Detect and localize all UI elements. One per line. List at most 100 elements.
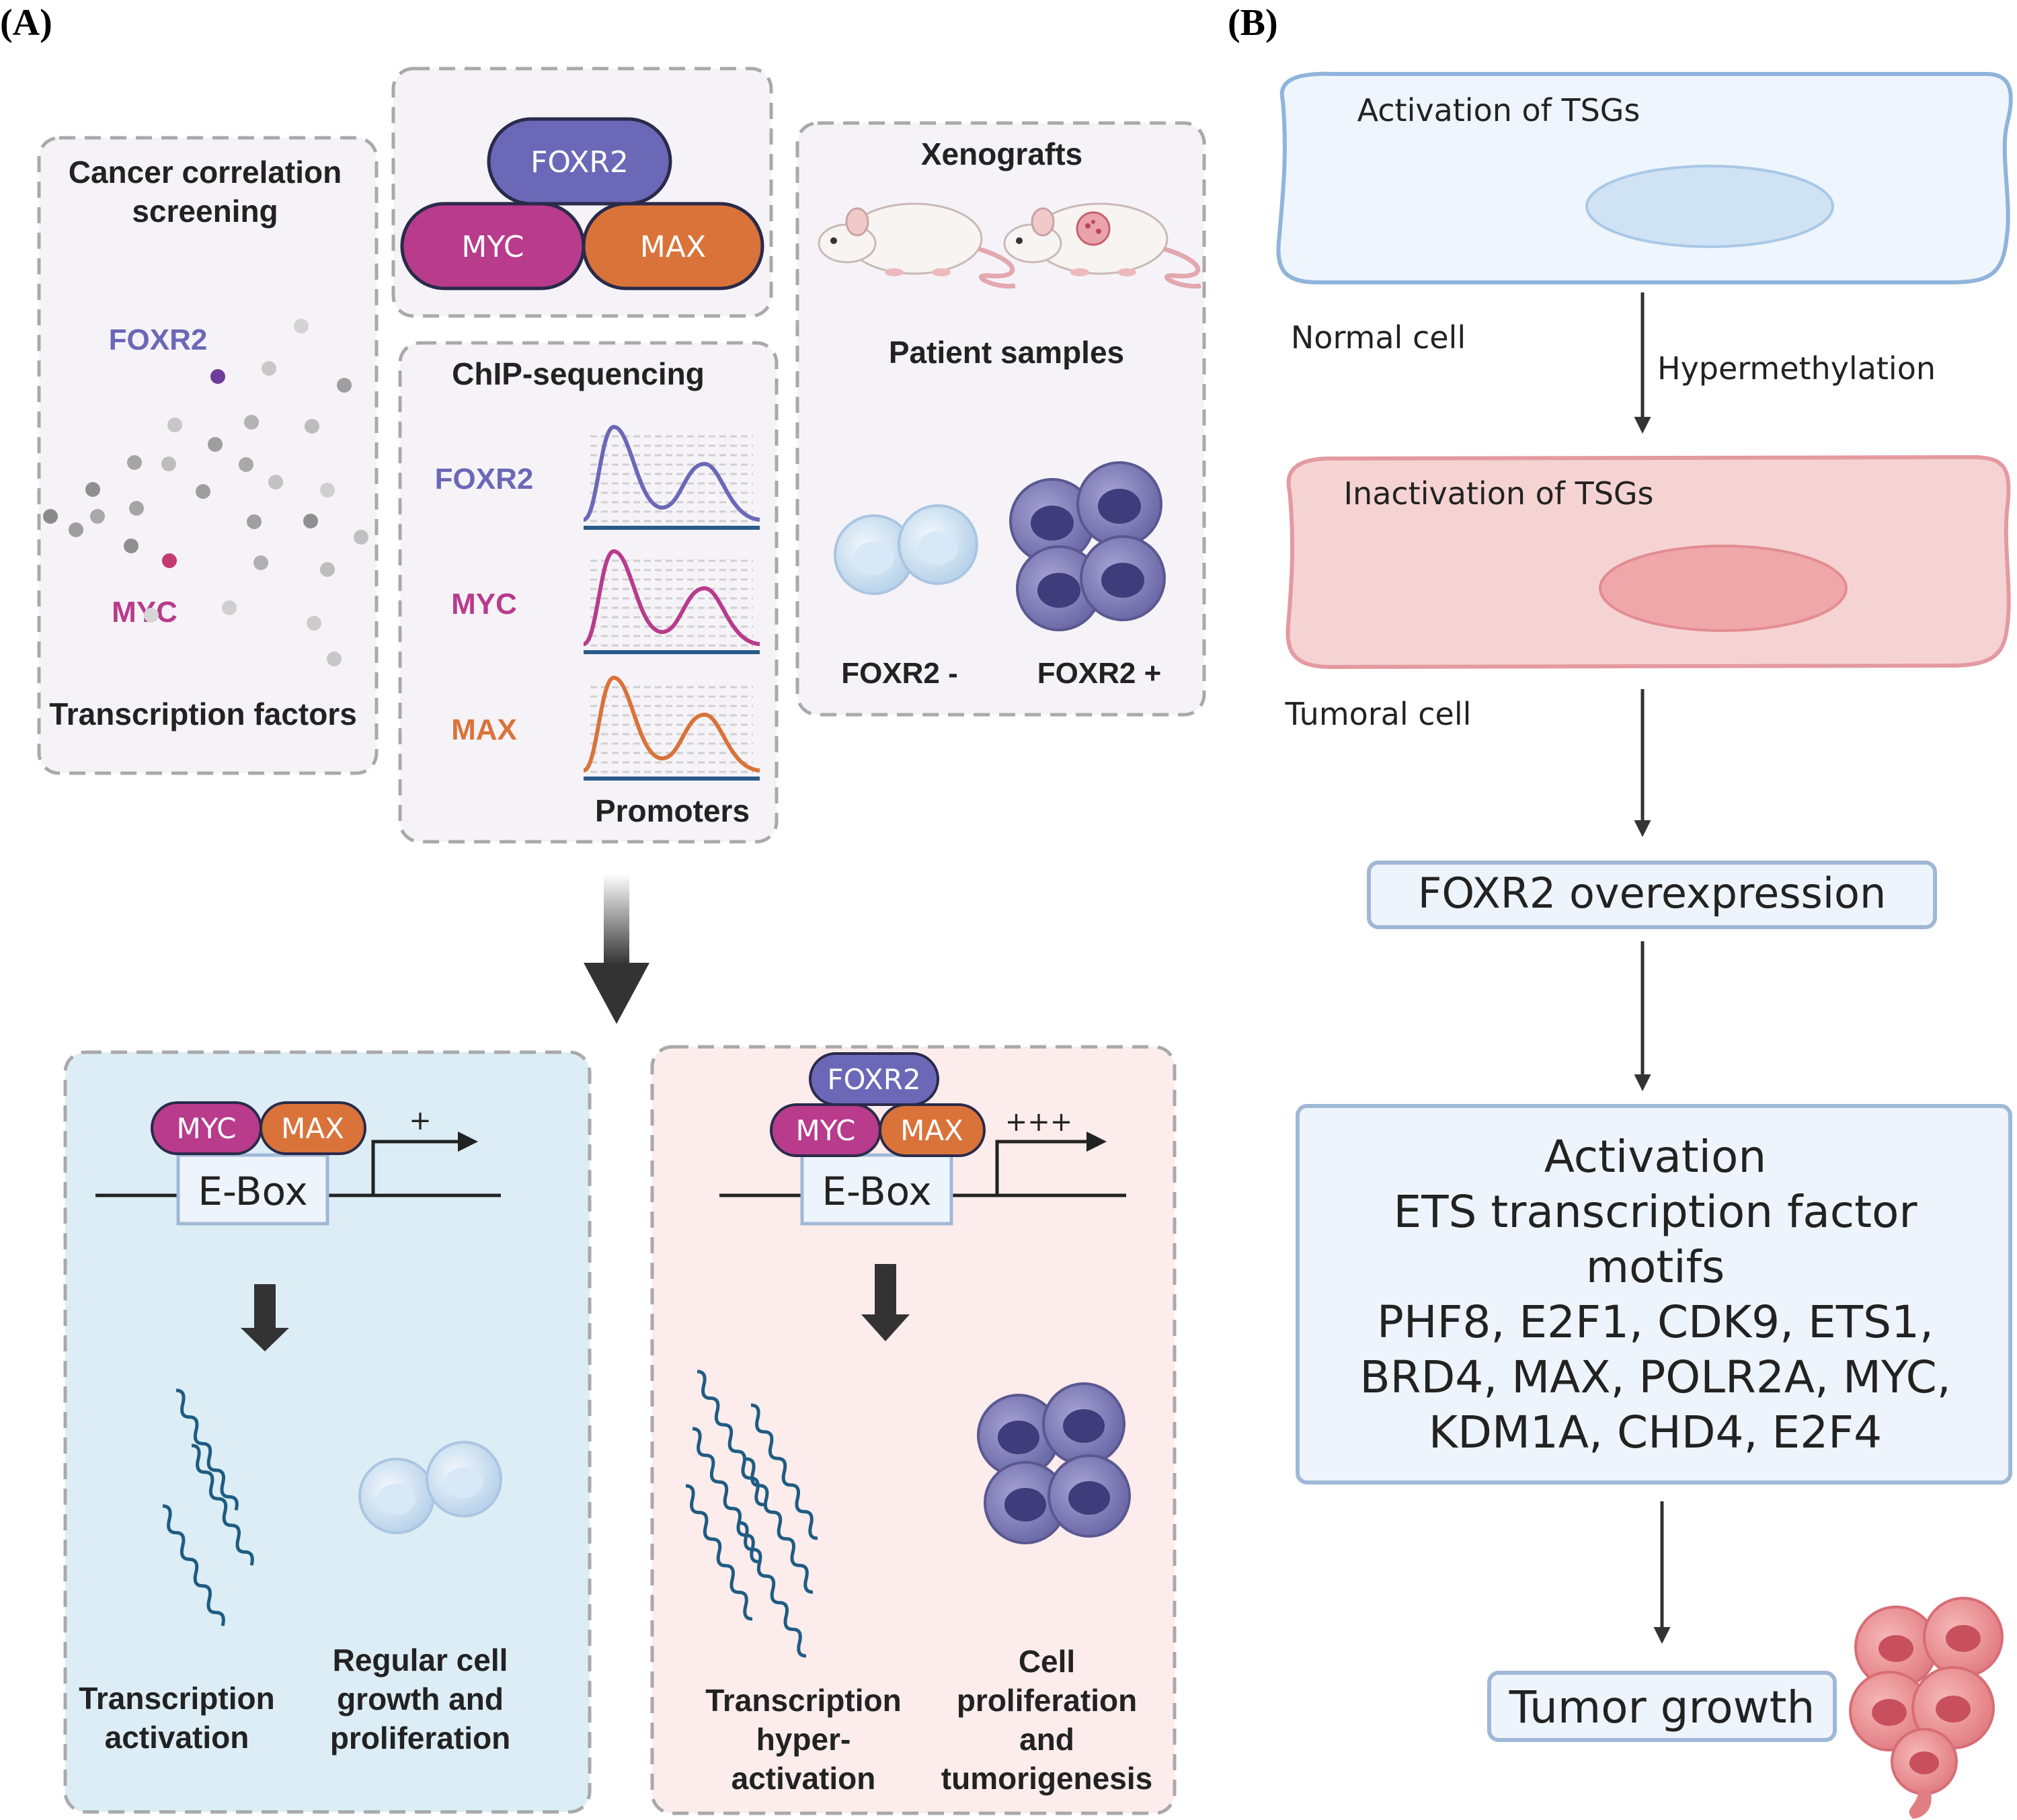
tf-dot [129, 501, 144, 516]
tf-dot [127, 455, 142, 470]
mouse-icon [818, 202, 1016, 289]
motifs-box [1296, 1104, 2012, 1485]
foxr2-box-foxr2-text: FOXR2 [827, 1063, 920, 1096]
transcript-wave [162, 1504, 225, 1626]
tf-dot [167, 418, 182, 432]
motifs-line6: KDM1A, CHD4, E2F4 [1429, 1407, 1882, 1458]
screening-title-line1: Cancer correlation [69, 155, 342, 190]
foxr2-right-line1: Cell [1019, 1644, 1075, 1679]
complex-max-text: MAX [640, 230, 706, 264]
tumor-cells-icon-2 [977, 1382, 1131, 1544]
normal-left-line2: activation [105, 1720, 249, 1755]
tf-dot [222, 600, 237, 615]
xeno-patients-label: Patient samples [889, 335, 1124, 370]
foxr2-right-line4: tumorigenesis [941, 1761, 1152, 1796]
xeno-pos-label: FOXR2 + [1037, 657, 1162, 690]
tumor-cell-nucleus [1599, 545, 1848, 632]
tf-dot [144, 608, 159, 623]
xeno-neg-label: FOXR2 - [841, 657, 958, 690]
tf-dot [244, 415, 259, 430]
tumor-cell-title: Inactivation of TSGs [1343, 475, 1653, 512]
foxr2-box-max-pill [879, 1103, 986, 1157]
transcript-wave [692, 1427, 760, 1564]
myc-dot [162, 553, 177, 568]
big-down-arrow [584, 874, 649, 1024]
tumor-growth-box [1487, 1671, 1837, 1742]
chip-row-myc: MYC [451, 588, 517, 621]
foxr2-box-foxr2-pill [809, 1052, 939, 1106]
tf-dot [247, 514, 262, 529]
panel-label-a: (A) [0, 2, 52, 44]
foxr2-dot [210, 369, 225, 384]
chip-footer: Promoters [595, 793, 750, 828]
normal-cells-icon-2 [358, 1441, 502, 1534]
transcript-wave [739, 1521, 807, 1658]
foxr2-box-max-text: MAX [900, 1114, 963, 1147]
tf-dot [43, 509, 58, 524]
screening-footer: Transcription factors [49, 697, 357, 731]
motifs-line5: BRD4, MAX, POLR2A, MYC, [1359, 1351, 1950, 1403]
complex-myc-text: MYC [461, 230, 524, 264]
xeno-title: Xenografts [921, 136, 1082, 171]
normal-left-line1: Transcription [79, 1681, 274, 1716]
normal-cell-nucleus [1585, 165, 1834, 248]
tumor-cells-icon [1009, 461, 1166, 631]
foxr2-box-myc-text: MYC [796, 1114, 856, 1147]
transcript-wave [746, 1457, 814, 1594]
tf-dot [337, 378, 352, 393]
tf-dot [124, 539, 139, 553]
tf-dot [294, 319, 309, 333]
chip-seq-box: ChIP-sequencing FOXR2 MYC MAX Promoters [398, 341, 779, 844]
tf-dot [268, 475, 283, 489]
normal-regulation-box: E-Box MYC MAX + Transcription activation… [63, 1050, 592, 1814]
normal-myc-text: MYC [177, 1112, 237, 1145]
tf-dot [208, 437, 223, 452]
screening-box: Cancer correlation screening FOXR2 MYC T… [37, 136, 379, 775]
foxr2-regulation-box: E-Box FOXR2 MYC MAX +++ Transcription hy… [650, 1045, 1177, 1815]
tf-dot [196, 484, 210, 499]
overexpression-text: FOXR2 overexpression [1418, 869, 1887, 918]
tf-dot [90, 509, 105, 524]
chip-row-foxr2: FOXR2 [435, 463, 534, 496]
tumor-mass-icon [1849, 1597, 2004, 1819]
foxr2-left-line2: hyper- [756, 1722, 851, 1757]
tf-dot [320, 483, 335, 498]
tumor-cell-label: Tumoral cell [1285, 696, 1472, 732]
motifs-line1: Activation [1544, 1131, 1766, 1183]
normal-right-line2: growth and [337, 1681, 504, 1716]
foxr2-ebox-text: E-Box [822, 1169, 931, 1214]
panel-b: Activation of TSGs Normal cell Hypermeth… [1276, 71, 2013, 1819]
tf-dot [327, 651, 342, 666]
normal-max-pill [260, 1101, 366, 1155]
complex-box: FOXR2 MYC MAX [391, 67, 773, 318]
tf-dot [262, 361, 276, 376]
transcript-wave [685, 1484, 753, 1621]
complex-foxr2-pill [487, 117, 672, 206]
normal-activation-sign: + [409, 1105, 432, 1136]
foxr2-ebox [800, 1153, 953, 1226]
foxr2-right-line3: and [1019, 1722, 1074, 1757]
tf-dot [85, 482, 100, 497]
foxr2-right-line2: proliferation [957, 1683, 1137, 1718]
mouse-with-tumor-icon [1003, 202, 1201, 289]
foxr2-transcript-waves [685, 1370, 818, 1658]
transcript-wave [175, 1388, 239, 1511]
transcript-wave [697, 1370, 764, 1507]
motifs-line3: motifs [1586, 1241, 1725, 1293]
normal-cell-label: Normal cell [1291, 319, 1466, 356]
tf-dot [239, 457, 253, 472]
panel-label-b: (B) [1228, 2, 1278, 44]
chip-peaks [582, 424, 760, 781]
normal-right-line3: proliferation [330, 1720, 510, 1755]
xenograft-box: Xenografts Patient samples [795, 121, 1206, 717]
chip-peak-curve [582, 675, 760, 773]
normal-ebox [176, 1153, 329, 1226]
foxr2-hyperactivation-sign: +++ [1005, 1107, 1073, 1138]
tf-dot [303, 514, 318, 528]
motifs-line2: ETS transcription factor [1394, 1186, 1918, 1238]
normal-ebox-text: E-Box [198, 1169, 307, 1214]
transcription-factor-dots [43, 319, 368, 666]
tf-dot [354, 530, 368, 545]
chip-title: ChIP-sequencing [452, 356, 705, 391]
